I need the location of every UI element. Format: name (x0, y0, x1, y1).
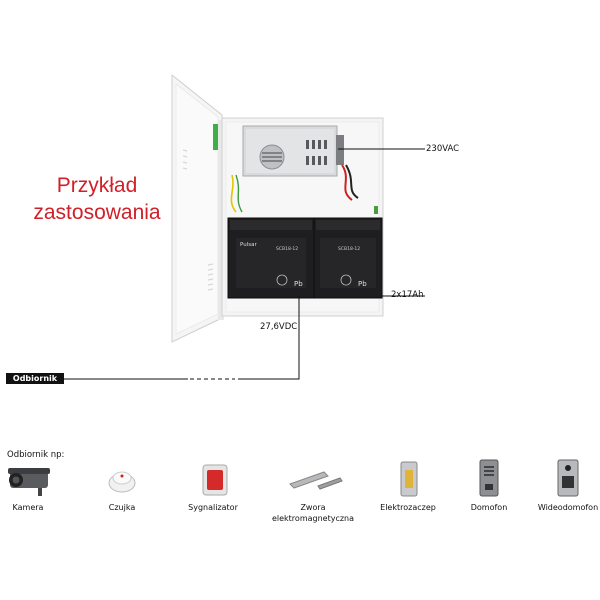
device-caption-detector: Czujka (108, 503, 136, 512)
video-intercom-icon (557, 459, 579, 497)
receiver-tag: Odbiornik (6, 373, 64, 384)
battery-right: SCB18-12 Pb (313, 217, 383, 299)
smoke-detector-icon (108, 471, 136, 493)
title-line-1: Przykład (56, 174, 138, 197)
intercom-icon (479, 459, 499, 497)
battery-left: Pulsar SCB18-12 Pb (227, 217, 315, 299)
svg-text:Pulsar: Pulsar (240, 242, 257, 248)
device-caption-intercom: Domofon (470, 503, 508, 512)
siren-icon (202, 464, 228, 496)
psu-module (242, 125, 344, 177)
title-line-2: zastosowania (33, 201, 161, 224)
svg-text:Pb: Pb (294, 280, 303, 288)
page-title: Przykład zastosowania (22, 172, 172, 226)
svg-text:SCB18-12: SCB18-12 (276, 246, 298, 252)
svg-text:Pb: Pb (358, 280, 367, 288)
dc-output-line (238, 296, 300, 380)
receiver-examples-label: Odbiornik np: (7, 450, 65, 460)
ac-input-label: 230VAC (426, 144, 460, 154)
device-caption-siren: Sygnalizator (188, 503, 238, 512)
device-caption-camera: Kamera (12, 503, 44, 512)
electromagnet-icon (289, 471, 343, 490)
electric-strike-icon (400, 461, 418, 497)
camera-icon (8, 468, 50, 496)
device-caption-electric-strike: Elektrozaczep (380, 503, 436, 512)
device-caption-video-intercom: Wideodomofon (537, 503, 599, 512)
dc-output-label: 27,6VDC (260, 322, 298, 332)
battery-label: 2x17Ah (391, 290, 424, 300)
svg-text:SCB18-12: SCB18-12 (338, 246, 360, 252)
